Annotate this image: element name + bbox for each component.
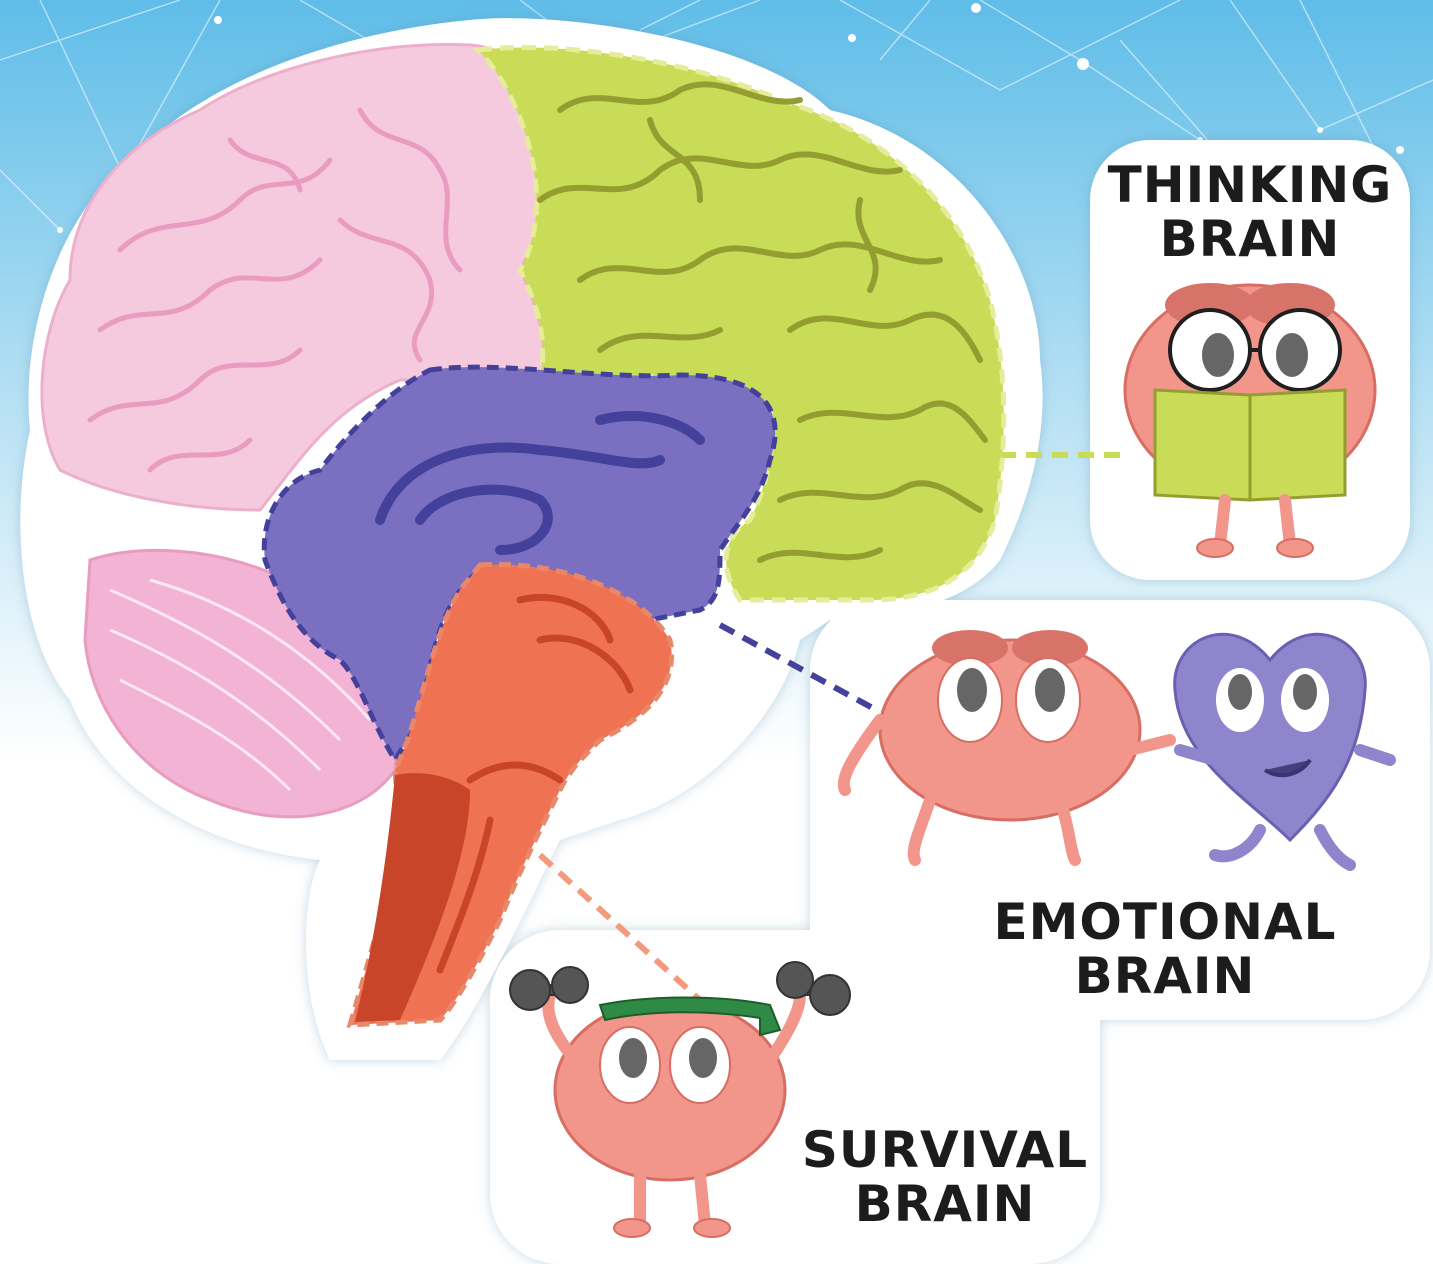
survival-brain-label-line2: BRAIN bbox=[800, 1177, 1090, 1231]
thinking-brain-label: THINKING BRAIN bbox=[1105, 158, 1395, 266]
thinking-brain-label-line2: BRAIN bbox=[1105, 212, 1395, 266]
survival-brain-label-line1: SURVIVAL bbox=[800, 1123, 1090, 1177]
emotional-brain-label-line2: BRAIN bbox=[965, 949, 1365, 1003]
emotional-brain-label: EMOTIONAL BRAIN bbox=[965, 895, 1365, 1003]
thinking-brain-label-line1: THINKING bbox=[1105, 158, 1395, 212]
emotional-brain-label-line1: EMOTIONAL bbox=[965, 895, 1365, 949]
book-icon bbox=[1155, 390, 1345, 500]
survival-brain-label: SURVIVAL BRAIN bbox=[800, 1123, 1090, 1231]
